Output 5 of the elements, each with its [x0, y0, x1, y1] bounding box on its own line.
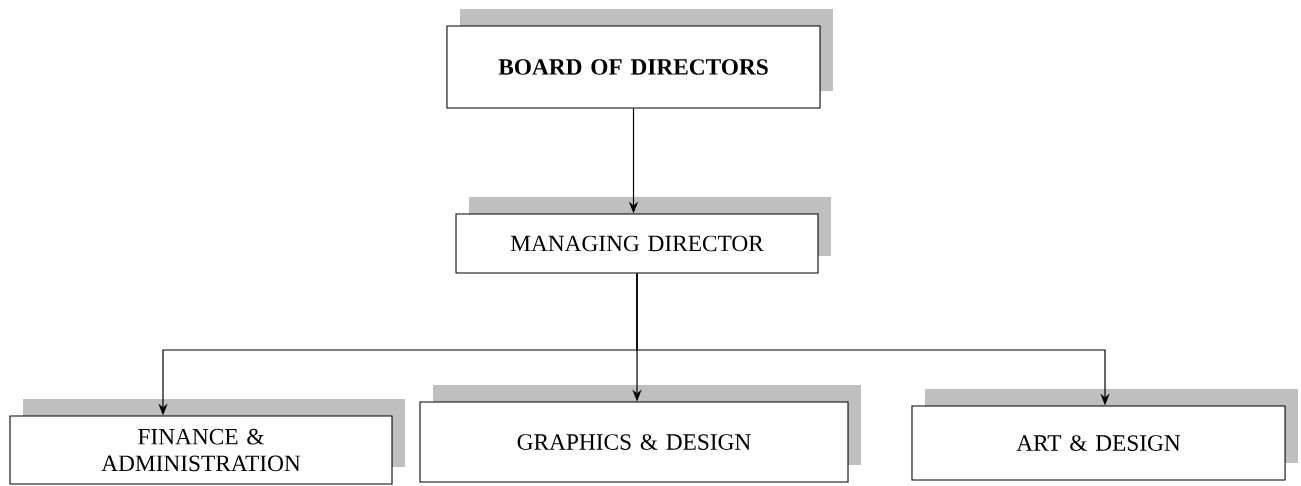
org-box: GRAPHICS & DESIGN — [419, 401, 849, 483]
org-box: MANAGING DIRECTOR — [455, 213, 819, 274]
org-box: ART & DESIGN — [911, 405, 1286, 481]
org-box: BOARD OF DIRECTORS — [446, 25, 821, 109]
org-box: FINANCE & ADMINISTRATION — [9, 415, 393, 485]
